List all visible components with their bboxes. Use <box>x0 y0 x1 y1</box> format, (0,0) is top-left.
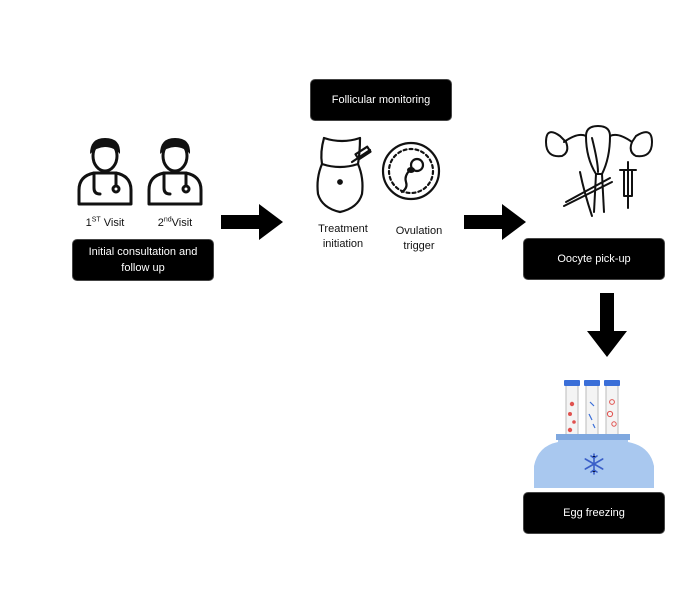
arrow-down-icon <box>587 293 627 357</box>
ovulation-trigger-caption: Ovulation trigger <box>381 224 457 254</box>
initial-consultation-line2: follow up <box>121 262 165 274</box>
follicular-monitoring-label: Follicular monitoring <box>331 94 431 106</box>
follicular-monitoring-box: Follicular monitoring <box>311 80 451 120</box>
treatment-line1: Treatment <box>318 223 368 235</box>
second-visit-number: 2 <box>157 217 164 229</box>
belly-injection-icon <box>316 136 372 214</box>
ovulation-line2: trigger <box>403 240 435 252</box>
treatment-line2: initiation <box>322 238 364 250</box>
ovulation-line1: Ovulation <box>395 225 443 237</box>
first-visit-number: 1 <box>85 217 92 229</box>
oocyte-pickup-box: Oocyte pick-up <box>524 239 664 279</box>
initial-consultation-box: Initial consultation and follow up <box>73 240 213 280</box>
sperm-egg-icon <box>381 141 441 201</box>
initial-consultation-line1: Initial consultation and <box>88 246 198 258</box>
egg-freezing-label: Egg freezing <box>563 507 625 519</box>
doctor-icon-first <box>77 138 133 206</box>
second-visit-label: 2ndVisit <box>140 216 210 231</box>
doctor-icon-second <box>147 138 203 206</box>
arrow-right-icon-2 <box>464 204 526 240</box>
oocyte-pickup-label: Oocyte pick-up <box>557 253 631 265</box>
second-visit-superscript: nd <box>163 216 172 224</box>
arrow-right-icon-1 <box>221 204 283 240</box>
first-visit-label: 1ST Visit <box>70 216 140 231</box>
second-visit-word: Visit <box>171 217 193 229</box>
uterus-icon <box>545 125 653 217</box>
egg-freezing-box: Egg freezing <box>524 493 664 533</box>
cryo-tank-icon <box>534 380 654 488</box>
treatment-initiation-caption: Treatment initiation <box>305 222 381 252</box>
first-visit-superscript: ST <box>91 216 101 224</box>
first-visit-word: Visit <box>103 217 125 229</box>
snowflake-icon <box>584 453 604 475</box>
